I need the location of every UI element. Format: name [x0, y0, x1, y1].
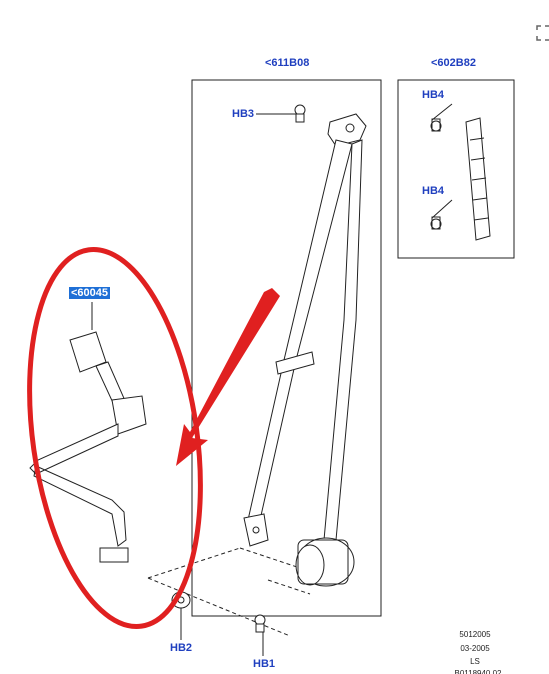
- seatbelt-assembly: [243, 113, 367, 587]
- label-hb2: HB2: [170, 642, 193, 654]
- seatbelt-box: [191, 79, 382, 617]
- diagram-ref: B0118940.02: [454, 669, 502, 674]
- trim-strip: [465, 117, 491, 241]
- label-hb4-top: HB4: [422, 89, 445, 101]
- label-hb3: HB3: [232, 108, 255, 120]
- label-hb4-bottom: HB4: [422, 185, 445, 197]
- diagram-market: LS: [470, 657, 480, 666]
- diagram-date: 03-2005: [460, 644, 490, 653]
- diagram-code: 5012005: [459, 630, 491, 639]
- red-arrow: [176, 288, 280, 466]
- trim-box: [397, 79, 515, 259]
- expand-icon[interactable]: [535, 20, 549, 46]
- label-seatbelt: <611B08: [265, 57, 310, 69]
- bolt-hb3: [294, 104, 306, 123]
- label-hb1: HB1: [253, 658, 276, 670]
- label-trim: <602B82: [431, 57, 476, 69]
- expand-icon-svg: [536, 25, 549, 41]
- bolt-hb4-bottom: [430, 216, 442, 230]
- buckle-assembly: [29, 331, 147, 563]
- bolt-hb1: [254, 614, 266, 633]
- label-buckle: <60045: [69, 287, 111, 299]
- bolt-hb4-top: [430, 118, 442, 132]
